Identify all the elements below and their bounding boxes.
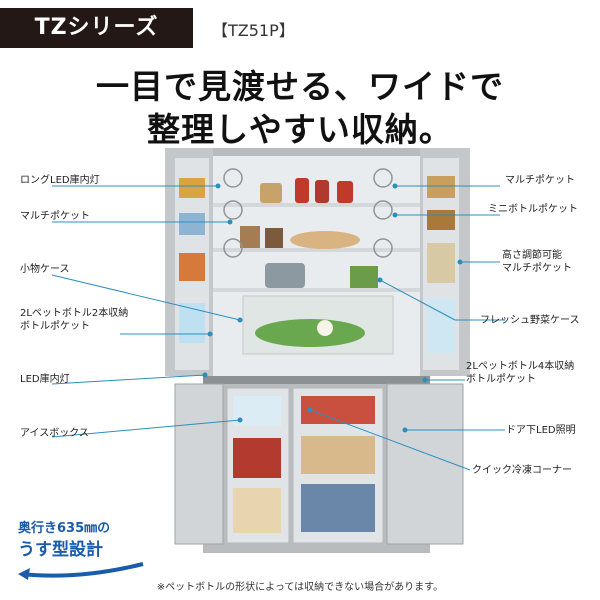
label-door-led: ドア下LED照明	[506, 425, 576, 436]
label-bottle-pocket-2l-line1: 2Lペットボトル2本収納	[20, 308, 129, 319]
refrigerator-illustration	[165, 148, 470, 553]
label-adjustable-line2: マルチポケット	[502, 263, 572, 274]
headline-line2: 整理しやすい収納。	[147, 110, 453, 149]
label-small-case: 小物ケース	[20, 264, 70, 275]
label-quick-freeze: クイック冷凍コーナー	[472, 465, 572, 476]
label-bottle-pocket-4-line2: ボトルポケット	[466, 374, 536, 385]
label-fresh-veg: フレッシュ野菜ケース	[480, 315, 580, 326]
label-bottle-pocket-2l-line2: ボトルポケット	[20, 321, 90, 332]
label-adjustable: 高さ調節可能 マルチポケット	[502, 249, 572, 275]
footnote: ※ペットボトルの形状によっては収納できない場合があります。	[156, 582, 444, 593]
model-number: 【TZ51P】	[212, 21, 295, 40]
label-led-light: LED庫内灯	[20, 374, 70, 385]
arrow-icon	[18, 562, 144, 580]
slim-design-badge: 奥行き635㎜の うす型設計	[18, 517, 144, 584]
label-bottle-pocket-2l: 2Lペットボトル2本収納 ボトルポケット	[20, 307, 128, 333]
slim-depth-text: 奥行き635㎜の	[18, 521, 111, 536]
label-ice-box: アイスボックス	[20, 428, 89, 439]
label-adjustable-line1: 高さ調節可能	[502, 250, 562, 261]
slim-design-text: うす型設計	[18, 540, 103, 560]
label-long-led: ロングLED庫内灯	[20, 175, 100, 186]
headline-line1: 一目で見渡せる、ワイドで	[96, 67, 504, 106]
label-bottle-pocket-4-line1: 2Lペットボトル4本収納	[466, 361, 575, 372]
label-multi-pocket-right: マルチポケット	[505, 175, 575, 186]
label-bottle-pocket-4: 2Lペットボトル4本収納 ボトルポケット	[466, 360, 574, 386]
series-badge: TZシリーズ	[0, 8, 193, 48]
label-multi-pocket-left: マルチポケット	[20, 211, 90, 222]
label-mini-bottle: ミニボトルポケット	[488, 204, 578, 215]
